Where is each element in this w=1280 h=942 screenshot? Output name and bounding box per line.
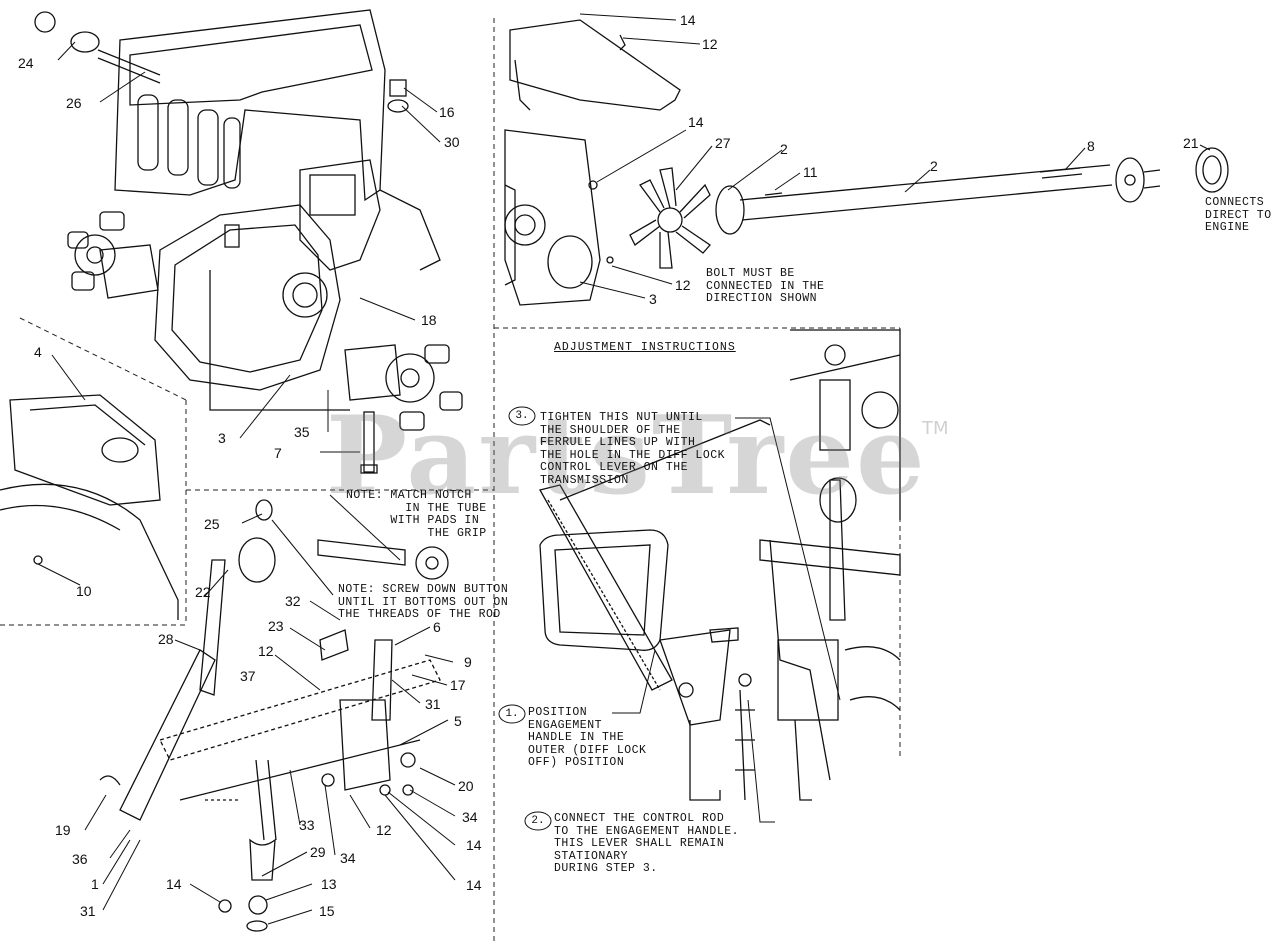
callout-15[interactable]: 15 (319, 903, 335, 919)
transmission-art (154, 159, 381, 391)
partstree-watermark: PartsTree (326, 393, 927, 519)
callout-9[interactable]: 9 (464, 654, 472, 670)
callout-19[interactable]: 19 (55, 822, 71, 838)
callout-13[interactable]: 13 (321, 876, 337, 892)
fender-panel-art (0, 394, 179, 620)
callout-31b[interactable]: 31 (80, 903, 96, 919)
callout-34b[interactable]: 34 (340, 850, 356, 866)
callout-21[interactable]: 21 (1183, 135, 1199, 151)
callout-3[interactable]: 3 (218, 430, 226, 446)
callout-17[interactable]: 17 (450, 677, 466, 693)
wheel-hub-right-art (344, 344, 463, 431)
callout-14d[interactable]: 14 (680, 12, 696, 28)
lever-assembly-art (99, 499, 441, 932)
callout-20[interactable]: 20 (458, 778, 474, 794)
callout-2[interactable]: 2 (780, 141, 788, 157)
callout-31[interactable]: 31 (425, 696, 441, 712)
callout-35[interactable]: 35 (294, 424, 310, 440)
callout-14b[interactable]: 14 (166, 876, 182, 892)
callout-12[interactable]: 12 (258, 643, 274, 659)
adjustment-instructions-heading: ADJUSTMENT INSTRUCTIONS (554, 341, 736, 354)
callout-28[interactable]: 28 (158, 631, 174, 647)
axle-pin-top-art (34, 11, 409, 113)
drive-shaft-area-art (504, 19, 681, 306)
frame-bracket-art (114, 9, 441, 411)
callout-14e[interactable]: 14 (688, 114, 704, 130)
cooling-fan-art (629, 167, 711, 269)
callout-leaders (37, 13, 1211, 925)
callout-10[interactable]: 10 (76, 583, 92, 599)
callout-3b[interactable]: 3 (649, 291, 657, 307)
step-badge-shapes (498, 406, 552, 831)
step-3-instructions: TIGHTEN THIS NUT UNTIL THE SHOULDER OF T… (540, 411, 726, 487)
callout-30[interactable]: 30 (444, 134, 460, 150)
connects-direct-note: CONNECTS DIRECT TO ENGINE (1205, 196, 1272, 234)
callout-8[interactable]: 8 (1087, 138, 1095, 154)
drive-shaft-art (715, 147, 1229, 235)
step-1-instructions: POSITION ENGAGEMENT HANDLE IN THE OUTER … (528, 706, 647, 769)
step-1-badge: 1. (505, 708, 519, 720)
wheel-hub-left-art (67, 211, 159, 299)
step-2-badge: 2. (531, 815, 545, 827)
callout-12c[interactable]: 12 (702, 36, 718, 52)
callout-26[interactable]: 26 (66, 95, 82, 111)
match-notch-note: NOTE: MATCH NOTCH IN THE TUBE WITH PADS … (346, 489, 487, 540)
callout-14c[interactable]: 14 (466, 877, 482, 893)
callout-16[interactable]: 16 (439, 104, 455, 120)
callout-12b[interactable]: 12 (376, 822, 392, 838)
callout-34[interactable]: 34 (462, 809, 478, 825)
callout-14[interactable]: 14 (466, 837, 482, 853)
callout-22[interactable]: 22 (195, 584, 211, 600)
callout-5[interactable]: 5 (454, 713, 462, 729)
pin-art (360, 411, 378, 474)
callout-29[interactable]: 29 (310, 844, 326, 860)
callout-25[interactable]: 25 (204, 516, 220, 532)
callout-11[interactable]: 11 (803, 164, 818, 180)
adjustment-art (539, 329, 901, 801)
callout-37[interactable]: 37 (240, 668, 256, 684)
callout-6[interactable]: 6 (433, 619, 441, 635)
note-leaders (271, 417, 841, 823)
bolt-direction-note: BOLT MUST BE CONNECTED IN THE DIRECTION … (706, 267, 825, 305)
step-3-badge: 3. (515, 410, 529, 422)
grip-tube-art (317, 539, 449, 661)
callout-33[interactable]: 33 (299, 817, 315, 833)
callout-7[interactable]: 7 (274, 445, 282, 461)
callout-12d[interactable]: 12 (675, 277, 691, 293)
trademark-symbol: TM (922, 418, 949, 439)
callout-4[interactable]: 4 (34, 344, 42, 360)
callout-18[interactable]: 18 (421, 312, 437, 328)
callout-27[interactable]: 27 (715, 135, 731, 151)
callout-1[interactable]: 1 (91, 876, 99, 892)
callout-36[interactable]: 36 (72, 851, 88, 867)
callout-32[interactable]: 32 (285, 593, 301, 609)
callout-23[interactable]: 23 (268, 618, 284, 634)
callout-24[interactable]: 24 (18, 55, 34, 71)
step-2-instructions: CONNECT THE CONTROL ROD TO THE ENGAGEMEN… (554, 812, 740, 875)
callout-2b[interactable]: 2 (930, 158, 938, 174)
screw-down-note: NOTE: SCREW DOWN BUTTON UNTIL IT BOTTOMS… (338, 583, 509, 621)
